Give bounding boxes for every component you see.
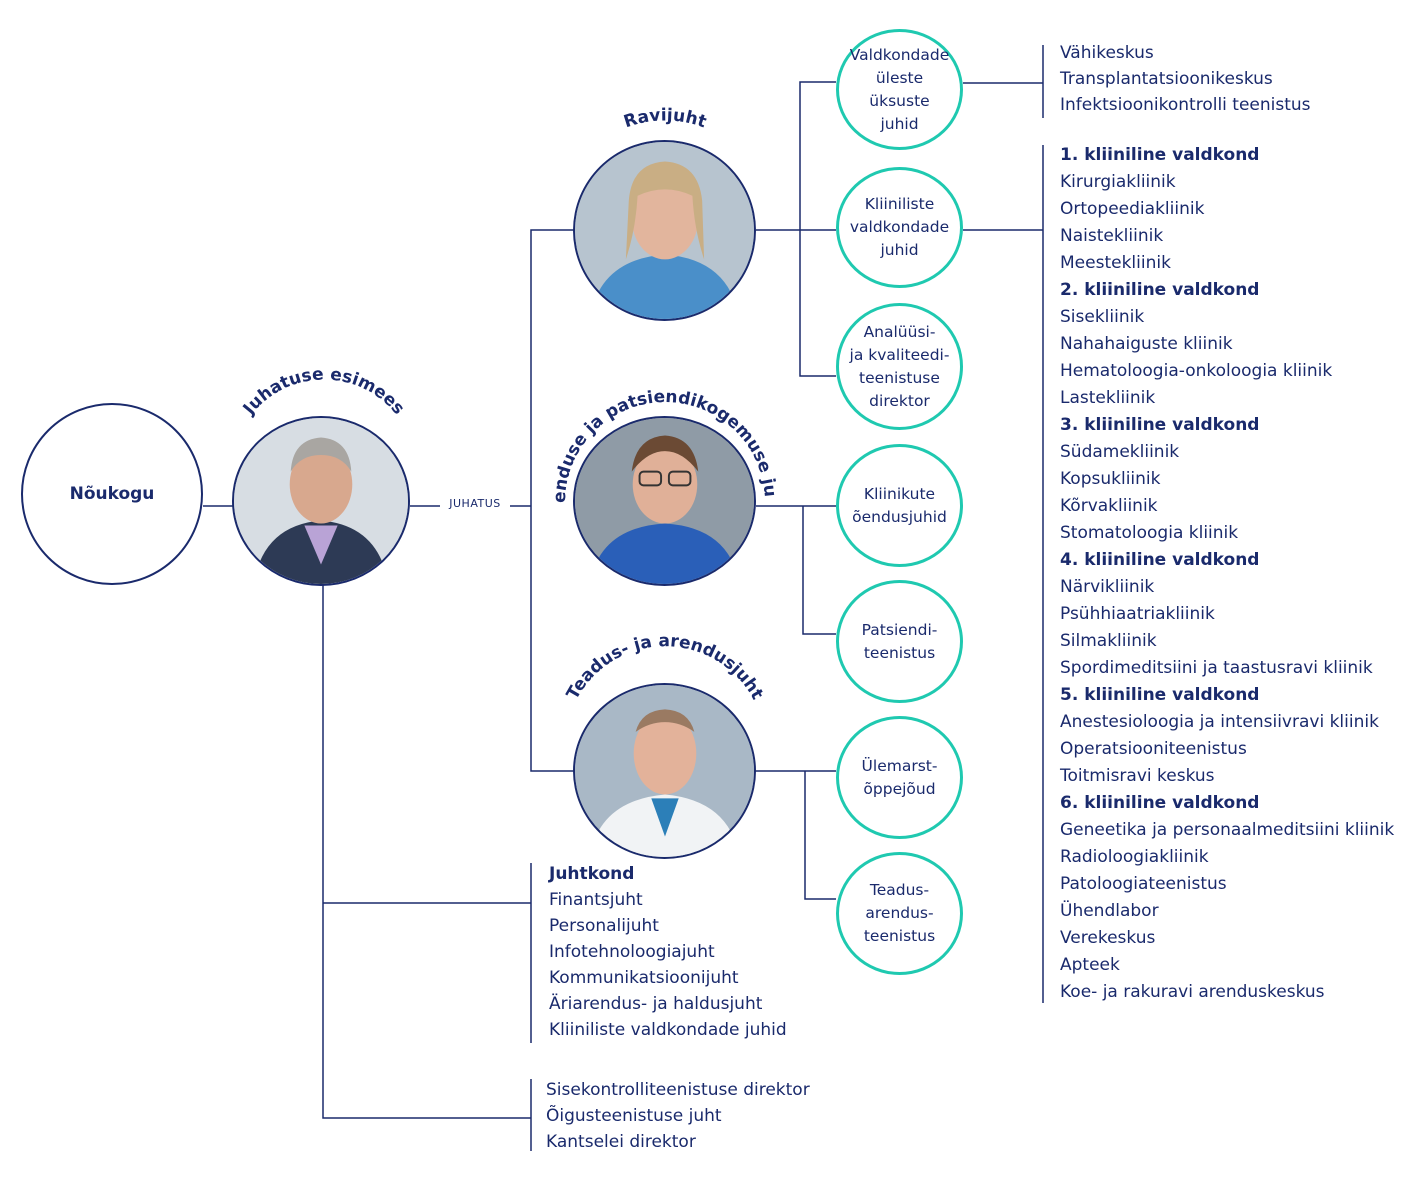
manager-title-1-text: Ravijuht [621, 105, 709, 132]
manager-title-1: Ravijuht [621, 105, 709, 132]
management-list: Juhtkond Finantsjuht Personalijuht Infot… [549, 861, 787, 1043]
clinic-item: Operatsiooniteenistus [1060, 739, 1247, 759]
unit-label: Patsiendi-teenistus [861, 620, 938, 662]
clinic-item: Geneetika ja personaalmeditsiini kliinik [1060, 820, 1395, 840]
manager-photo-2 [573, 416, 756, 586]
clinic-item: Spordimeditsiini ja taastusravi kliinik [1060, 658, 1373, 678]
clinical-area-header: 5. kliiniline valdkond [1060, 685, 1260, 705]
list-item: Sisekontrolliteenistuse direktor [546, 1080, 810, 1100]
clinic-item: Sisekliinik [1060, 307, 1145, 327]
clinic-item: Stomatoloogia kliinik [1060, 523, 1239, 543]
staff-units-list: Sisekontrolliteenistuse direktor Õiguste… [546, 1077, 810, 1155]
list-item: Infektsioonikontrolli teenistus [1060, 95, 1311, 115]
management-title: Juhtkond [549, 864, 635, 884]
unit-chief-physician-lecturer[interactable]: Ülemarst-õppejõud [836, 716, 963, 839]
cross-units-list: Vähikeskus Transplantatsioonikeskus Infe… [1060, 40, 1311, 118]
clinic-item: Toitmisravi keskus [1060, 766, 1215, 786]
manager-portrait-2 [575, 418, 754, 584]
unit-label: Ülemarst-õppejõud [861, 756, 938, 798]
unit-research-development-service[interactable]: Teadus-arendus-teenistus [836, 852, 963, 975]
manager-portrait-3 [575, 685, 754, 857]
clinical-area-header: 1. kliiniline valdkond [1060, 145, 1260, 165]
clinical-area-header: 4. kliiniline valdkond [1060, 550, 1260, 570]
clinic-item: Anestesioloogia ja intensiivravi kliinik [1060, 712, 1379, 732]
manager-photo-3 [573, 683, 756, 859]
clinic-item: Kõrvakliinik [1060, 496, 1158, 516]
clinic-item: Koe- ja rakuravi arenduskeskus [1060, 982, 1325, 1002]
list-item: Kantselei direktor [546, 1132, 696, 1152]
board-label: Nõukogu [69, 484, 155, 504]
clinic-item: Hematoloogia-onkoloogia kliinik [1060, 361, 1333, 381]
clinic-item: Lastekliinik [1060, 388, 1156, 408]
list-item: Finantsjuht [549, 890, 643, 910]
list-item: Äriarendus- ja haldusjuht [549, 994, 763, 1014]
clinic-item: Naistekliinik [1060, 226, 1164, 246]
clinic-item: Meestekliinik [1060, 253, 1171, 273]
clinic-item: Ortopeediakliinik [1060, 199, 1205, 219]
clinic-item: Psühhiaatriakliinik [1060, 604, 1215, 624]
clinic-item: Nahahaiguste kliinik [1060, 334, 1233, 354]
clinic-item: Radioloogiakliinik [1060, 847, 1209, 867]
list-item: Kliiniliste valdkondade juhid [549, 1020, 787, 1040]
clinic-item: Patoloogiateenistus [1060, 874, 1227, 894]
svg-text:Ravijuht: Ravijuht [621, 105, 709, 132]
list-item: Kommunikatsioonijuht [549, 968, 739, 988]
list-item: Infotehnoloogiajuht [549, 942, 715, 962]
manager-photo-1 [573, 140, 756, 321]
clinic-item: Verekeskus [1060, 928, 1156, 948]
clinic-item: Närvikliinik [1060, 577, 1155, 597]
clinical-area-header: 3. kliiniline valdkond [1060, 415, 1260, 435]
manager-portrait-1 [575, 142, 754, 319]
clinic-item: Apteek [1060, 955, 1120, 975]
unit-patient-service[interactable]: Patsiendi-teenistus [836, 580, 963, 703]
chairman-photo [232, 416, 410, 586]
unit-label: Teadus-arendus-teenistus [863, 881, 936, 945]
list-item: Transplantatsioonikeskus [1060, 69, 1273, 89]
clinic-item: Ühendlabor [1060, 901, 1159, 921]
list-item: Vähikeskus [1060, 43, 1154, 63]
chairman-portrait [234, 418, 408, 584]
list-item: Personalijuht [549, 916, 659, 936]
clinical-area-header: 2. kliiniline valdkond [1060, 280, 1260, 300]
list-item: Õigusteenistuse juht [546, 1106, 722, 1126]
clinic-item: Silmakliinik [1060, 631, 1157, 651]
clinic-item: Südamekliinik [1060, 442, 1180, 462]
clinic-item: Kirurgiakliinik [1060, 172, 1176, 192]
board-node[interactable]: Nõukogu [21, 403, 203, 585]
clinic-item: Kopsukliinik [1060, 469, 1161, 489]
juhatus-label: JUHATUS [440, 497, 510, 510]
clinical-area-header: 6. kliiniline valdkond [1060, 793, 1260, 813]
